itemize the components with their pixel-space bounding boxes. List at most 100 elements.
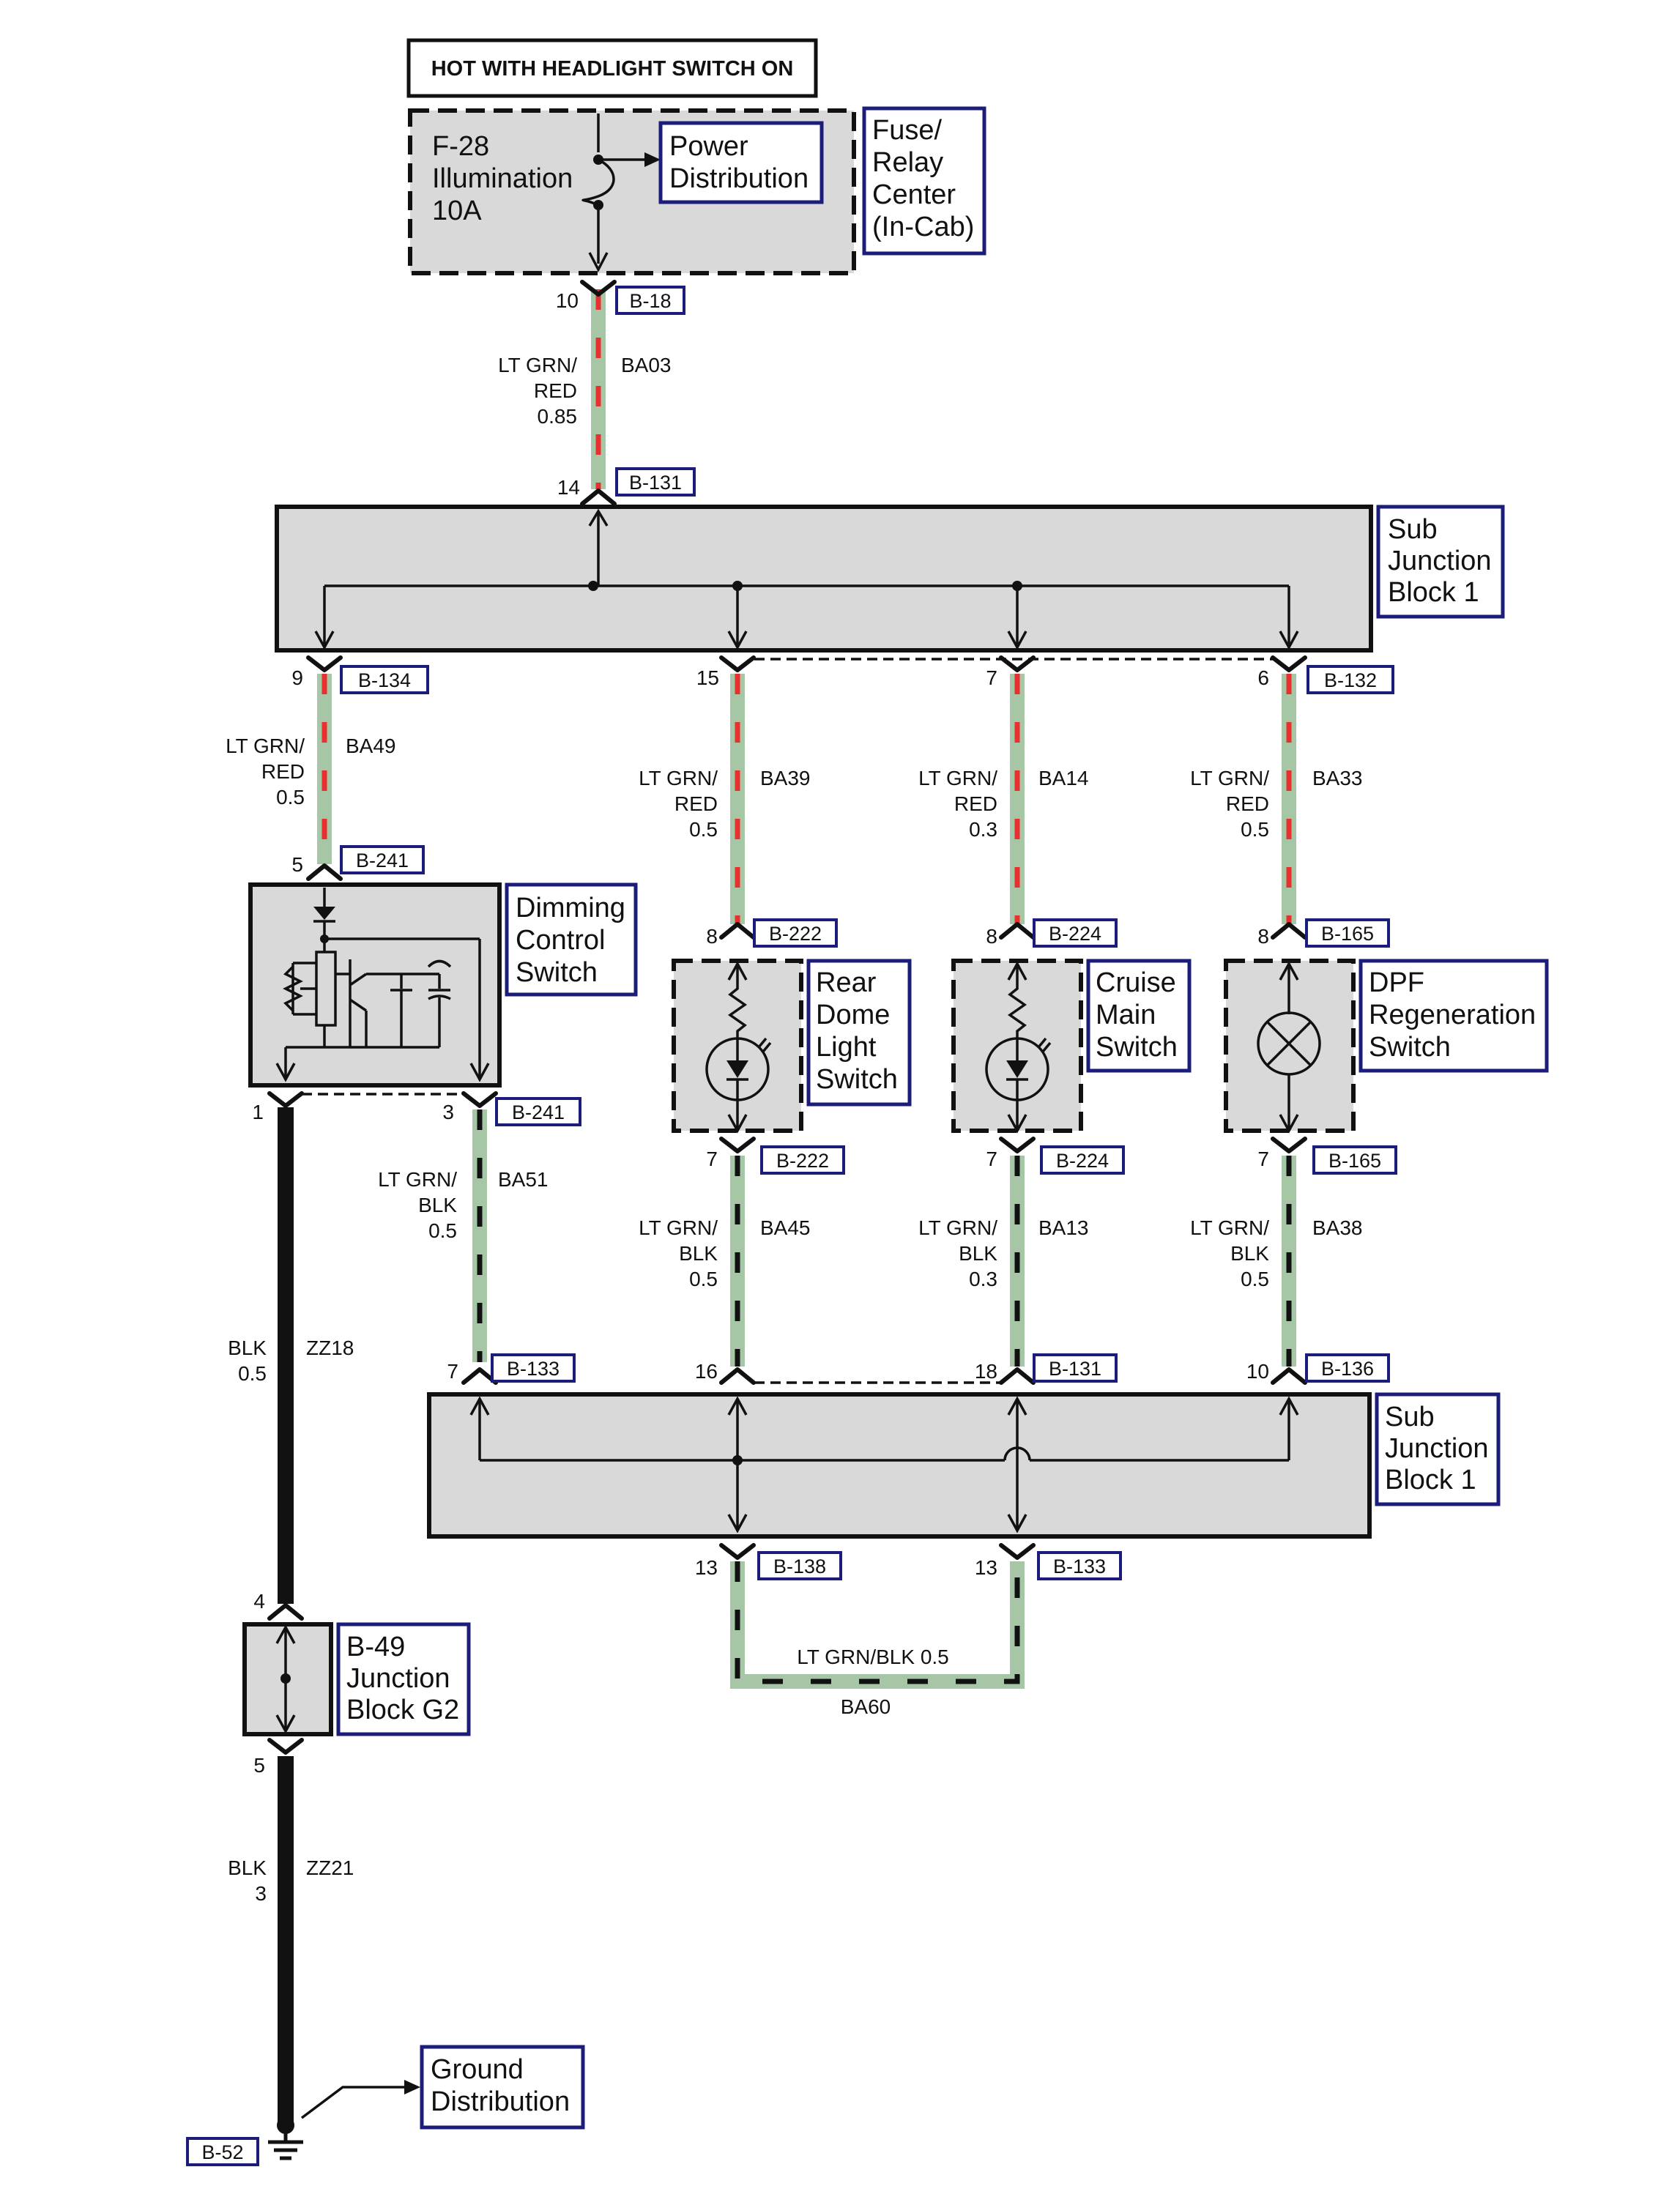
ground-distribution-label[interactable]: Ground Distribution <box>420 2045 585 2130</box>
cruise-line2: Main <box>1096 1000 1156 1030</box>
cruise-led-icon <box>985 961 1052 1134</box>
connector-jbg2-top-icon <box>267 1603 304 1621</box>
connector-b131-top-icon <box>580 488 617 506</box>
ba60-circuit: BA60 <box>841 1695 891 1718</box>
dimming-line3: Switch <box>516 957 598 988</box>
connector-b241-top[interactable]: B-241 <box>340 845 425 874</box>
zz21-circuit: ZZ21 <box>306 1856 354 1879</box>
jbg2-line2: Junction <box>346 1663 450 1694</box>
connector-b134-icon <box>306 655 343 672</box>
ba14-circuit: BA14 <box>1038 767 1089 789</box>
connector-b136[interactable]: B-136 <box>1305 1353 1390 1383</box>
connector-b224-bottom-icon <box>999 1137 1036 1153</box>
connector-b52-label: B-52 <box>201 2141 243 2163</box>
connector-b132[interactable]: B-132 <box>1307 665 1394 694</box>
ba03-color2: RED <box>534 379 577 402</box>
sjb-top-line3: Block 1 <box>1388 577 1479 608</box>
connector-b134[interactable]: B-134 <box>340 665 429 694</box>
connector-b133-b[interactable]: B-133 <box>1037 1551 1122 1580</box>
wire-ba60 <box>730 1561 1025 1689</box>
pin-13-b133: 13 <box>975 1556 997 1579</box>
connector-b222-top-icon <box>719 922 756 940</box>
pin-8-b165: 8 <box>1257 925 1269 948</box>
connector-b165-top-label: B-165 <box>1321 923 1374 945</box>
zz21-gauge: 3 <box>255 1882 267 1905</box>
rear-dome-line1: Rear <box>816 967 877 998</box>
pin-15: 15 <box>696 666 719 689</box>
pin-18: 18 <box>975 1360 997 1383</box>
connector-b131-b-icon <box>999 1367 1036 1385</box>
connector-b133-a-label: B-133 <box>507 1358 560 1380</box>
ba13-gauge: 0.3 <box>969 1268 997 1290</box>
pin-1: 1 <box>252 1101 264 1123</box>
connector-b224-bottom[interactable]: B-224 <box>1040 1145 1125 1175</box>
connector-b18-label: B-18 <box>629 290 671 312</box>
power-distribution-line2: Distribution <box>669 163 809 194</box>
dpf-regeneration-switch <box>1224 959 1356 1134</box>
connector-b224-bottom-label: B-224 <box>1056 1150 1109 1172</box>
frc-line4: (In-Cab) <box>872 212 974 242</box>
connector-b132-icon <box>1271 655 1307 672</box>
cruise-switch-label: Cruise Main Switch <box>1086 959 1192 1073</box>
fuse-rating: 10A <box>432 196 482 226</box>
connector-b241-pin1-icon <box>267 1091 304 1108</box>
connector-b131-top-label: B-131 <box>629 472 682 494</box>
dpf-line2: Regeneration <box>1369 1000 1536 1030</box>
ba38-gauge: 0.5 <box>1241 1268 1269 1290</box>
ground-dist-line2: Distribution <box>431 2086 570 2117</box>
connector-b138[interactable]: B-138 <box>757 1551 842 1580</box>
pin-6: 6 <box>1257 666 1269 689</box>
connector-b224-top[interactable]: B-224 <box>1033 918 1118 948</box>
connector-pin15-icon <box>719 655 756 672</box>
connector-b133-a[interactable]: B-133 <box>491 1353 576 1383</box>
connector-b224-top-icon <box>999 922 1036 940</box>
dimming-switch-label: Dimming Control Switch <box>505 882 638 997</box>
connector-b241-bottom[interactable]: B-241 <box>495 1097 581 1126</box>
connector-b165-top[interactable]: B-165 <box>1305 918 1390 948</box>
cruise-line3: Switch <box>1096 1032 1178 1063</box>
connector-b241-top-icon <box>306 863 343 881</box>
ba14-gauge: 0.3 <box>969 818 997 841</box>
pin-14-b131: 14 <box>557 476 580 499</box>
pin-10-b18: 10 <box>556 289 579 312</box>
ba38-color1: LT GRN/ <box>1190 1216 1269 1239</box>
pin-3: 3 <box>442 1101 454 1123</box>
power-distribution-label[interactable] <box>658 121 824 204</box>
fuse-id: F-28 <box>432 131 489 162</box>
connector-b131-bottom[interactable]: B-131 <box>1033 1353 1118 1383</box>
rear-dome-led-icon <box>705 961 772 1134</box>
rear-dome-line3: Light <box>816 1032 877 1063</box>
connector-b18[interactable]: B-18 <box>615 286 685 315</box>
fuse-relay-center-block: F-28 Illumination 10A Power Distribution <box>408 108 856 275</box>
pin-10-b136: 10 <box>1246 1360 1269 1383</box>
pin-9: 9 <box>291 666 303 689</box>
connector-b165-top-icon <box>1271 922 1307 940</box>
pin-8-b222: 8 <box>706 925 718 948</box>
sub-junction-block-bottom <box>427 1392 1372 1539</box>
connector-b222-bottom[interactable]: B-222 <box>760 1145 845 1175</box>
circuit-banner: HOT WITH HEADLIGHT SWITCH ON <box>406 38 818 98</box>
junction-g2-label: B-49 Junction Block G2 <box>336 1622 471 1736</box>
ba60-label: LT GRN/BLK 0.5 <box>797 1646 949 1668</box>
ba45-color1: LT GRN/ <box>639 1216 718 1239</box>
jbg2-line1: B-49 <box>346 1632 405 1662</box>
ba33-circuit: BA33 <box>1312 767 1363 789</box>
ba49-gauge: 0.5 <box>276 786 305 808</box>
connector-b131-top[interactable]: B-131 <box>615 467 696 497</box>
sjb-top-line1: Sub <box>1388 514 1438 545</box>
pin-5-b241: 5 <box>291 853 303 876</box>
zz18-circuit: ZZ18 <box>306 1337 354 1359</box>
connector-b52[interactable]: B-52 <box>186 2137 259 2166</box>
dimming-circuit-icon <box>275 888 490 1082</box>
connector-b165-bottom[interactable]: B-165 <box>1312 1145 1397 1175</box>
cruise-line1: Cruise <box>1096 967 1176 998</box>
sjb-bottom-line1: Sub <box>1385 1402 1435 1432</box>
ba03-circuit: BA03 <box>621 354 672 376</box>
dpf-lamp-icon <box>1257 961 1321 1134</box>
connector-b222-top[interactable]: B-222 <box>753 918 838 948</box>
connector-b224-top-label: B-224 <box>1049 923 1101 945</box>
pin-7-b165: 7 <box>1257 1148 1269 1170</box>
connector-b222-bottom-label: B-222 <box>776 1150 829 1172</box>
connector-b132-label: B-132 <box>1324 669 1377 691</box>
connector-b133-a-icon <box>461 1367 498 1385</box>
